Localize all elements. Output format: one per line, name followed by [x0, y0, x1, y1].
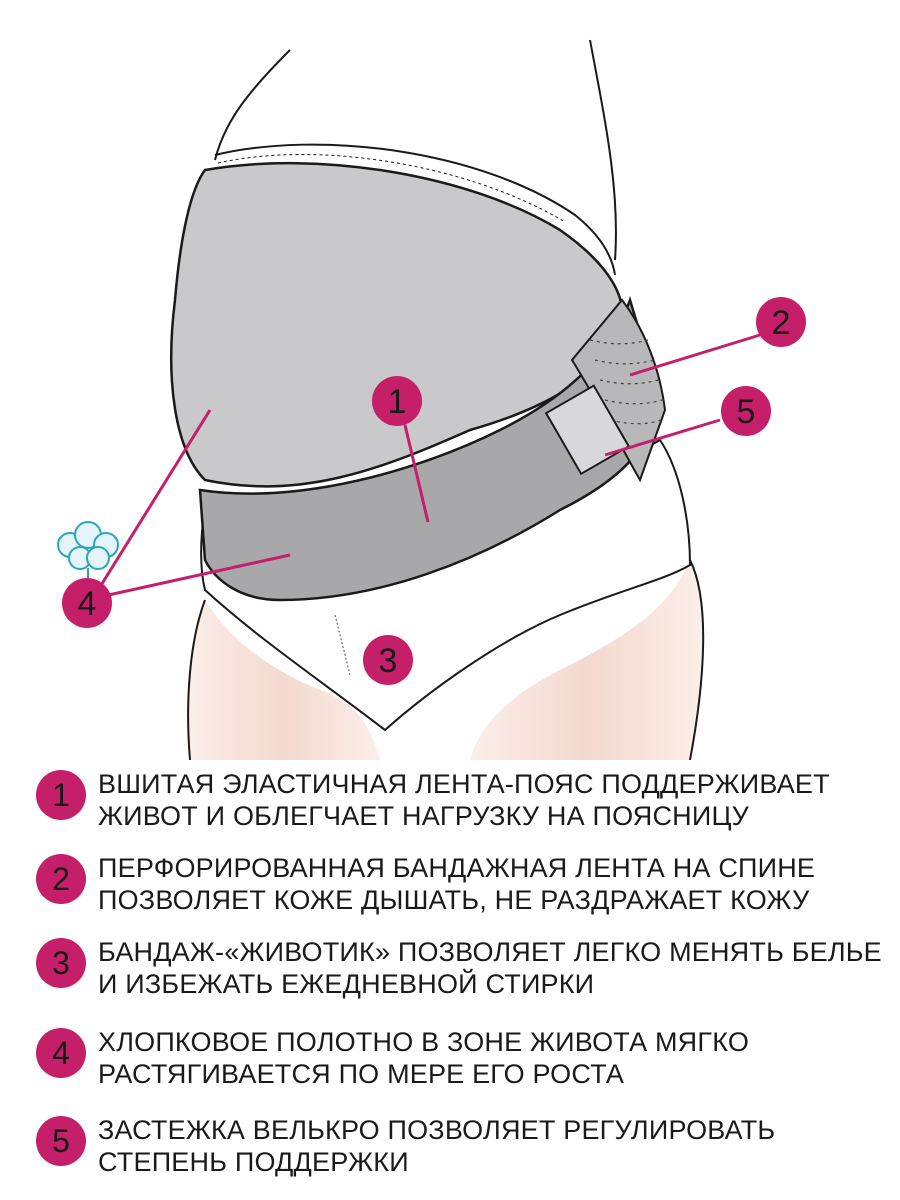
legend-item-1: 1 ВШИТАЯ ЭЛАСТИЧНАЯ ЛЕНТА-ПОЯС ПОДДЕРЖИВ…: [36, 768, 886, 852]
callout-5: 5: [721, 386, 771, 436]
svg-text:2: 2: [772, 304, 791, 342]
feature-legend: 1 ВШИТАЯ ЭЛАСТИЧНАЯ ЛЕНТА-ПОЯС ПОДДЕРЖИВ…: [0, 760, 900, 1200]
thighs: [187, 559, 705, 760]
callout-1: 1: [372, 376, 422, 426]
legend-item-2: 2 ПЕРФОРИРОВАННАЯ БАНДАЖНАЯ ЛЕНТА НА СПИ…: [36, 852, 886, 936]
svg-text:4: 4: [78, 585, 97, 623]
callout-2: 2: [756, 297, 806, 347]
legend-badge: 1: [36, 770, 86, 820]
legend-item-4: 4 ХЛОПКОВОЕ ПОЛОТНО В ЗОНЕ ЖИВОТА МЯГКО …: [36, 1026, 886, 1110]
perforated-back-band: [570, 298, 667, 483]
legend-text: БАНДАЖ-«ЖИВОТИК» ПОЗВОЛЯЕТ ЛЕГКО МЕНЯТЬ …: [98, 937, 882, 999]
body-outline: [214, 39, 617, 261]
legend-text: ЗАСТЕЖКА ВЕЛЬКРО ПОЗВОЛЯЕТ РЕГУЛИРОВАТЬ …: [98, 1115, 776, 1177]
legend-text: ВШИТАЯ ЭЛАСТИЧНАЯ ЛЕНТА-ПОЯС ПОДДЕРЖИВАЕ…: [98, 769, 830, 831]
legend-badge: 3: [36, 938, 86, 988]
callout-3: 3: [363, 635, 413, 685]
legend-text: ХЛОПКОВОЕ ПОЛОТНО В ЗОНЕ ЖИВОТА МЯГКО РА…: [98, 1027, 750, 1089]
svg-text:1: 1: [388, 383, 407, 421]
svg-text:5: 5: [737, 393, 756, 431]
legend-text: ПЕРФОРИРОВАННАЯ БАНДАЖНАЯ ЛЕНТА НА СПИНЕ…: [98, 853, 816, 915]
callout-4: 4: [62, 578, 112, 628]
legend-badge: 4: [36, 1028, 86, 1078]
velcro-patch: [544, 384, 631, 476]
belly-panel: [170, 143, 624, 488]
legend-item-5: 5 ЗАСТЕЖКА ВЕЛЬКРО ПОЗВОЛЯЕТ РЕГУЛИРОВАТ…: [36, 1114, 886, 1198]
svg-text:3: 3: [379, 642, 398, 680]
legend-badge: 5: [36, 1116, 86, 1166]
legend-badge: 2: [36, 854, 86, 904]
legend-item-3: 3 БАНДАЖ-«ЖИВОТИК» ПОЗВОЛЯЕТ ЛЕГКО МЕНЯТ…: [36, 936, 886, 1020]
leader-lines: [93, 333, 761, 600]
belly-band-illustration: 1 2 3 4 5: [57, 39, 806, 760]
cotton-flower-icon: [57, 521, 119, 585]
